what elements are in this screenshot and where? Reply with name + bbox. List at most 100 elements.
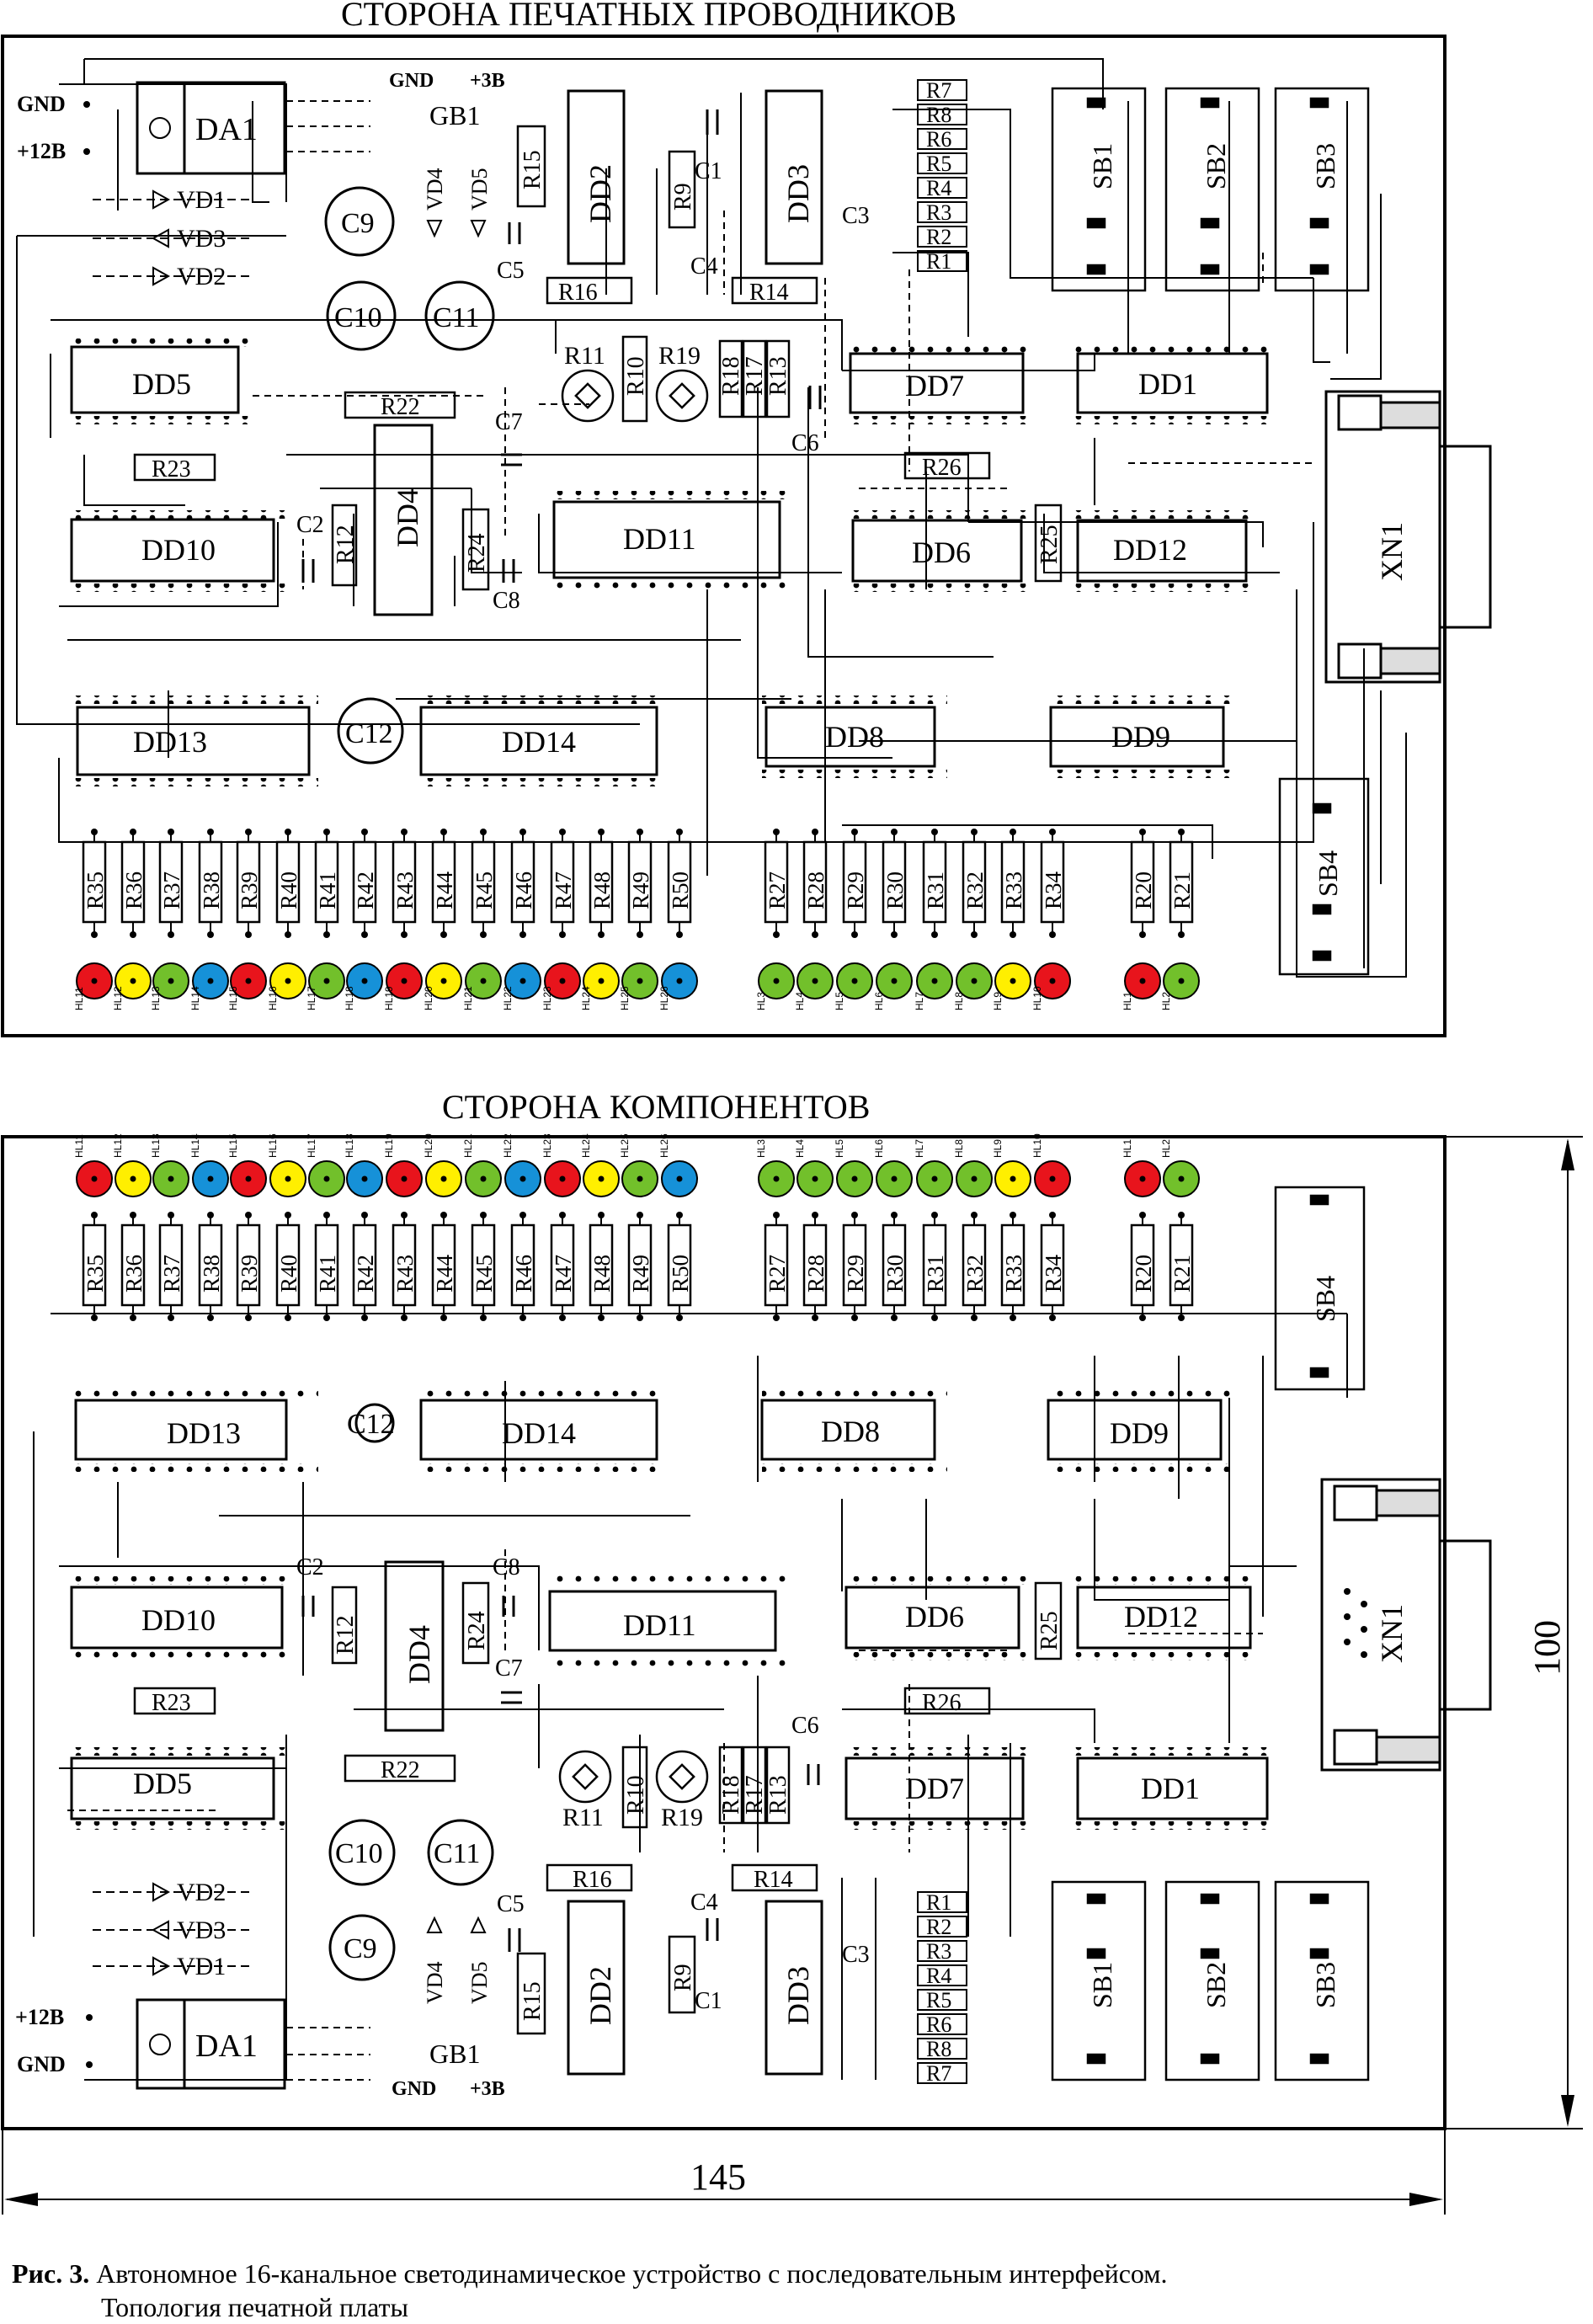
svg-text:R13: R13 xyxy=(765,356,791,396)
svg-text:DA1: DA1 xyxy=(195,2028,258,2064)
resistor-label: R20 xyxy=(1131,872,1156,909)
gnd-label-2: GND xyxy=(389,70,434,92)
resistor-pad xyxy=(207,1314,214,1321)
led-label: HL24 xyxy=(580,986,592,1010)
led-label: HL9 xyxy=(992,1139,1004,1158)
resistor-pad xyxy=(91,1314,98,1321)
resistor-label: R38 xyxy=(199,872,224,909)
svg-text:R8: R8 xyxy=(926,103,951,127)
resistor-pad xyxy=(773,1314,780,1321)
resistor-label: R29 xyxy=(843,872,868,909)
resistor-pad xyxy=(851,931,858,938)
svg-text:C9: C9 xyxy=(341,208,375,239)
bottom-title: СТОРОНА КОМПОНЕНТОВ xyxy=(442,1088,870,1126)
svg-text:R18: R18 xyxy=(718,356,744,396)
resistor-label: R28 xyxy=(803,872,828,909)
ic-pin-rows-top xyxy=(67,338,1276,786)
electrolytic-caps-bottom: C12 C10 C11 C9 xyxy=(328,1403,494,1981)
svg-text:DA1: DA1 xyxy=(195,112,258,147)
resistor-pad xyxy=(931,1314,938,1321)
svg-text:C1: C1 xyxy=(695,1988,722,2014)
resistor-pad xyxy=(361,1314,368,1321)
resistor-body xyxy=(158,840,184,924)
resistor-label: R46 xyxy=(511,1255,536,1293)
svg-text:DD9: DD9 xyxy=(1111,720,1170,754)
resistor-pad xyxy=(323,931,330,938)
caption-text-2: Топология печатной платы xyxy=(101,2292,408,2322)
led-label: HL19 xyxy=(383,986,395,1010)
resistor-label: R40 xyxy=(276,1255,301,1293)
led-label: HL18 xyxy=(344,986,355,1010)
diodes-vertical-top: VD4 VD5 xyxy=(423,168,492,238)
buttons-bottom: SB4 SB1 SB2 SB3 xyxy=(1051,1186,1370,2081)
svg-text:R17: R17 xyxy=(742,356,768,396)
resistor-label: R46 xyxy=(511,872,536,909)
svg-text:R3: R3 xyxy=(926,1939,951,1964)
resistor-pad xyxy=(1049,931,1056,938)
svg-text:R10: R10 xyxy=(623,1775,649,1815)
svg-text:VD1: VD1 xyxy=(177,186,226,214)
resistor-pad xyxy=(676,931,683,938)
svg-text:SB2: SB2 xyxy=(1201,1962,1231,2008)
resistor-label: R48 xyxy=(589,872,615,909)
resistor-pad xyxy=(285,931,291,938)
resistor-label: R37 xyxy=(159,1255,184,1293)
resistor-label: R41 xyxy=(315,1255,340,1293)
resistor-body xyxy=(158,1223,184,1307)
svg-text:R7: R7 xyxy=(926,78,951,103)
resistor-body xyxy=(1130,1223,1155,1307)
resistor-pad xyxy=(773,931,780,938)
svg-text:R14: R14 xyxy=(754,1867,793,1893)
svg-text:DD6: DD6 xyxy=(905,1600,964,1634)
led-label: HL17 xyxy=(306,986,317,1010)
svg-text:SB1: SB1 xyxy=(1087,1962,1117,2008)
resistor-label: R27 xyxy=(765,872,790,909)
led-label: HL17 xyxy=(306,1133,317,1158)
svg-text:R18: R18 xyxy=(718,1775,744,1815)
led-label: HL23 xyxy=(541,1133,553,1158)
resistor-pad xyxy=(519,931,526,938)
svg-text:XN1: XN1 xyxy=(1375,522,1409,581)
top-board-outline xyxy=(1,35,1446,1037)
svg-text:C6: C6 xyxy=(791,1713,819,1739)
svg-text:DD3: DD3 xyxy=(781,1966,815,2025)
diodes-bottom: VD2 VD3 VD1 VD4 VD5 xyxy=(93,1879,492,2004)
led-label: HL10 xyxy=(1031,1133,1043,1158)
figure-caption: Рис. 3. Автономное 16-канальное светодин… xyxy=(12,2257,1168,2324)
svg-text:R15: R15 xyxy=(519,1981,546,2021)
resistor-body xyxy=(275,840,301,924)
svg-text:DD10: DD10 xyxy=(141,533,216,567)
svg-text:C11: C11 xyxy=(434,1838,480,1869)
dimension-lines xyxy=(2,1136,1583,2215)
svg-text:R23: R23 xyxy=(152,1690,191,1716)
svg-text:R7: R7 xyxy=(926,2061,951,2086)
svg-text:DD10: DD10 xyxy=(141,1603,216,1637)
resistor-pad xyxy=(1178,1314,1185,1321)
resistor-label: R43 xyxy=(392,872,418,909)
resistor-label: R28 xyxy=(803,1255,828,1293)
resistor-label: R30 xyxy=(882,1255,908,1293)
led-label: HL12 xyxy=(112,1133,124,1158)
resistor-pad xyxy=(168,931,174,938)
power-labels-top: GND +12В GND +3В GB1 xyxy=(17,70,505,163)
resistor-pad xyxy=(598,1314,605,1321)
resistor-body xyxy=(667,1223,692,1307)
led-label: HL1 xyxy=(1121,1139,1133,1158)
svg-text:XN1: XN1 xyxy=(1375,1604,1409,1663)
svg-text:VD5: VD5 xyxy=(467,1961,492,2004)
gnd-label-bottom: GND xyxy=(17,2052,66,2076)
led-label: HL14 xyxy=(189,1133,201,1158)
svg-text:C12: C12 xyxy=(347,1409,395,1440)
resistor-body xyxy=(962,840,987,924)
svg-text:C12: C12 xyxy=(345,718,393,749)
resistor-body xyxy=(802,840,828,924)
resistor-pad xyxy=(559,931,566,938)
svg-text:DD13: DD13 xyxy=(167,1416,241,1450)
resistor-pad xyxy=(285,1314,291,1321)
resistor-label: R32 xyxy=(962,1255,988,1293)
resistor-pad xyxy=(323,1314,330,1321)
gnd-label-bottom-2: GND xyxy=(392,2078,436,2100)
svg-text:R25: R25 xyxy=(1036,1611,1063,1650)
svg-text:VD2: VD2 xyxy=(177,1879,226,1906)
